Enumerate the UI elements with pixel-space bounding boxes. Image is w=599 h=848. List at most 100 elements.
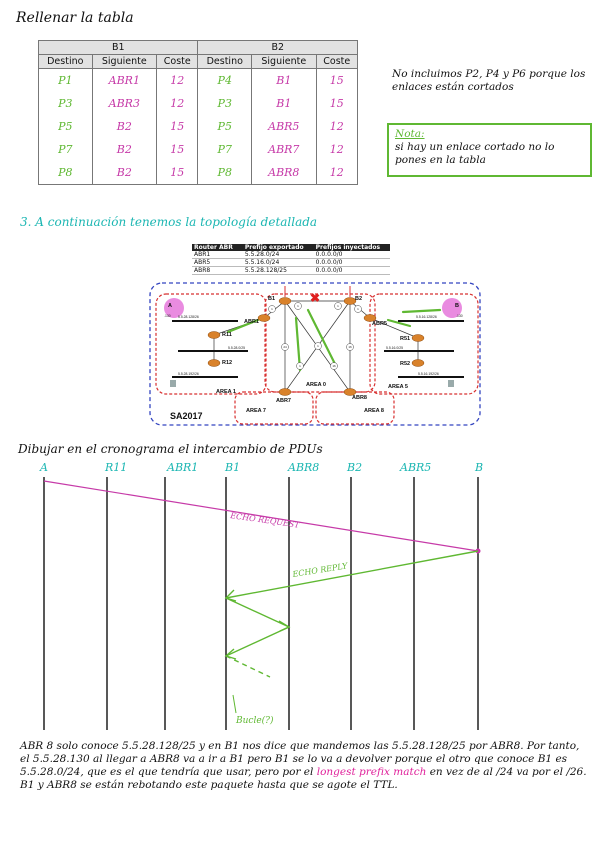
cell-destino: P1 [38,68,93,92]
loop-arrow-dashed [225,655,271,678]
router-abr8 [343,388,357,396]
router-r12 [207,359,221,367]
label-r51: R51 [400,336,410,342]
table-row: P5 B2 15 P5 ABR5 12 [38,115,359,138]
cost-label: 1 [357,307,359,311]
label-b1: B1 [268,296,275,302]
cell-coste: 12 [315,115,359,138]
group-header-b1: B1 [37,40,199,55]
cell-siguiente: ABR5 [251,115,317,138]
label-abr1: ABR1 [244,319,259,325]
cell-destino: P8 [38,161,93,185]
cell-destino: P4 [197,68,253,92]
label-r52: R52 [400,361,410,367]
cell-coste: 15 [156,161,199,185]
cell-coste: 15 [315,92,359,115]
host-icon [448,380,454,387]
abr-cell: 5.5.16.0/24 [242,258,314,267]
label-a: A [168,303,172,309]
cell-destino: P5 [38,115,93,138]
router-r11 [207,331,221,339]
area5-boundary [369,293,479,395]
note-excluded: No incluimos P2, P4 y P6 porque los enla… [392,68,586,93]
loop-arrow [225,626,290,657]
cut-link-mark: ✖ [310,291,320,305]
cost-label: 1 [271,307,273,311]
cost-label: 1 [297,304,299,308]
seq-col-label: B2 [346,461,362,474]
seq-col-label: ABR8 [287,461,319,474]
col-header: Destino [197,54,253,69]
label-area5: AREA 5 [388,384,408,390]
cell-destino: P8 [197,161,253,185]
cell-siguiente: ABR3 [91,92,158,115]
seq-col-label: ABR1 [166,461,198,474]
seq-col-label: ABR5 [399,461,431,474]
abr-col-header: Router ABR [192,244,243,251]
seq-col-label: A [39,461,48,474]
cell-destino: P3 [38,92,93,115]
col-header: Coste [156,54,199,69]
table-row: ABR5 5.5.16.0/24 0.0.0.0/0 [192,258,391,267]
label-area7: AREA 7 [246,408,266,414]
cell-siguiente: ABR7 [251,138,317,161]
host-b-highlight [442,298,462,318]
label-area8: AREA 8 [364,408,384,414]
area0-boundary [264,293,376,393]
label-area0: AREA 0 [306,382,326,388]
label-abr5: ABR5 [372,321,387,327]
loop-pointer [232,694,237,714]
abr-col-header: Prefijos inyectados [313,244,391,251]
sequence-intro: Dibujar en el cronograma el intercambio … [18,442,323,456]
abr-cell: 0.0.0.0/0 [313,251,391,259]
explanation-paragraph: ABR 8 solo conoce 5.5.28.128/25 y en B1 … [20,740,592,792]
router-abr7 [278,388,292,396]
echo-reply-arrow [225,550,479,599]
cell-destino: P7 [38,138,93,161]
cell-siguiente: ABR8 [251,161,317,185]
router-abr1 [257,314,271,322]
topology-diagram: 1 1 1 1 24 16 1 16 1 ✖ A B B1 B2 ABR1 AB… [149,282,481,426]
cost-label: 1 [337,304,339,308]
table-row: ABR8 5.5.28.128/25 0.0.0.0/0 [192,266,391,275]
cell-destino: P7 [197,138,253,161]
cost-label: 1 [317,344,319,348]
sequence-diagram: A R11 ABR1 B1 ABR8 B2 ABR5 B ECHO REQUES… [39,461,483,730]
label-abr8: ABR8 [352,395,367,401]
cell-coste: 12 [156,68,199,92]
cell-destino: P5 [197,115,253,138]
cell-siguiente: B1 [251,92,317,115]
explanation-part1: ABR 8 solo conoce 5.5.28.128/25 y en B1 … [20,740,580,778]
cell-coste: 12 [315,161,359,185]
host-a-highlight [164,298,184,318]
table-row: P1 ABR1 12 P4 B1 15 [38,68,359,92]
net-label: 5.5.16.128/26 [416,315,437,319]
net-label: 5.5.16.192/26 [418,372,439,376]
table-row: P8 B2 15 P8 ABR8 12 [38,161,359,185]
abr-cell: ABR5 [192,258,243,267]
net-label: 5.5.28.192/26 [178,372,199,376]
net-label: 5.5.28.0/25 [228,346,245,350]
as-label: SA2017 [170,411,203,421]
label-b2: B2 [355,296,362,302]
ip-label: .130 [456,314,463,318]
cell-destino: P3 [197,92,253,115]
seq-col-label: B1 [224,461,240,474]
cost-label: 16 [348,345,352,349]
router-b1 [278,297,292,305]
router-r52 [411,359,425,367]
label-abr7: ABR7 [276,398,291,404]
area7-boundary [234,391,314,425]
note-label: Nota: [395,128,425,140]
abr-cell: ABR1 [192,251,243,259]
col-header: Coste [315,54,359,69]
abr-table: Router ABR Prefijo exportado Prefijos in… [192,244,391,275]
router-r51 [411,334,425,342]
cell-siguiente: B1 [251,68,317,92]
cell-coste: 15 [315,68,359,92]
abr-cell: ABR8 [192,266,243,275]
abr-col-header: Prefijo exportado [242,244,314,251]
seq-col-label: R11 [104,461,127,474]
label-area1: AREA 1 [216,389,236,395]
abr-cell: 0.0.0.0/0 [313,266,391,275]
